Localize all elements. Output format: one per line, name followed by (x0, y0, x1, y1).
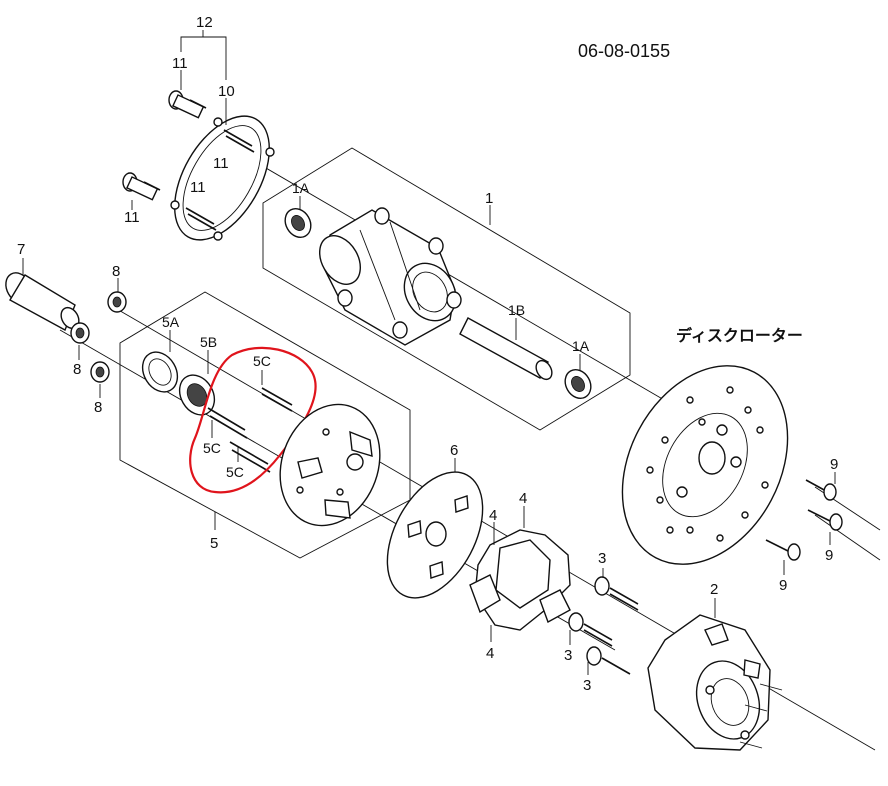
bracket-12 (180, 36, 227, 80)
bolt-11-lower (122, 172, 161, 201)
hub-body-1 (319, 207, 462, 346)
label-8-mid: 8 (73, 361, 81, 378)
hub-callout-box (262, 147, 631, 431)
label-1: 1 (485, 190, 493, 207)
bolt-axis-2 (814, 514, 881, 561)
label-5: 5 (210, 535, 218, 552)
disc-rotor (621, 365, 789, 565)
bolt-11-gasket-b (185, 207, 217, 231)
label-5c-c: 5C (226, 464, 244, 480)
bearing-1a-bottom (564, 368, 592, 400)
bolt-9-a (805, 479, 837, 501)
label-11d: 11 (124, 209, 140, 226)
bolt-3-a (594, 576, 639, 611)
label-1b: 1B (508, 302, 525, 318)
label-10: 10 (218, 83, 235, 100)
label-4-b: 4 (489, 507, 497, 524)
stud-5c-a (261, 387, 293, 412)
label-5c-b: 5C (203, 440, 221, 456)
gasket-hole (170, 200, 180, 210)
nut-8-mid (70, 322, 90, 344)
label-8-bot: 8 (94, 399, 102, 416)
doc-number: 06-08-0155 (578, 41, 670, 61)
spacer-1b (459, 317, 553, 381)
highlight-5c (189, 346, 317, 494)
label-11a: 11 (172, 55, 188, 72)
label-3-a: 3 (598, 550, 606, 567)
label-3-c: 3 (583, 677, 591, 694)
axle-7 (5, 272, 80, 331)
label-3-b: 3 (564, 647, 572, 664)
label-11c: 11 (190, 179, 206, 196)
label-8-top: 8 (112, 263, 120, 280)
label-5c-a: 5C (253, 353, 271, 369)
label-7: 7 (17, 241, 25, 258)
label-6: 6 (450, 442, 458, 459)
label-2: 2 (710, 581, 718, 598)
label-11b: 11 (213, 155, 229, 172)
label-9-a: 9 (830, 456, 838, 473)
label-5a: 5A (162, 314, 180, 330)
stud-5c-b (207, 407, 248, 439)
bolt-11-gasket-a (223, 129, 255, 153)
bolt-9-b (807, 509, 843, 531)
label-1a-bottom: 1A (572, 338, 590, 354)
label-12: 12 (196, 14, 213, 31)
axis-line-upper (234, 149, 691, 416)
label-4-c: 4 (486, 645, 494, 662)
bolt-3-c (586, 646, 631, 675)
bolt-11-upper (168, 90, 207, 119)
hub-plate-5 (279, 403, 381, 527)
nut-8-bot (90, 361, 110, 383)
bearing-5b (178, 374, 216, 416)
bearing-1a-top (284, 207, 312, 239)
damper-rubber-4 (469, 529, 571, 631)
disc-rotor-label: ディスクローター (676, 326, 803, 345)
gasket-inner-edge (182, 125, 262, 231)
bolt-3-b (568, 612, 613, 647)
nut-8-top (107, 291, 127, 313)
gasket-hole (213, 231, 223, 241)
gasket-hole (265, 147, 275, 157)
label-9-b: 9 (825, 547, 833, 564)
label-9-c: 9 (779, 577, 787, 594)
label-4-a: 4 (519, 490, 527, 507)
label-5b: 5B (200, 334, 217, 350)
gasket-hole (213, 117, 223, 127)
plate-6 (386, 471, 484, 599)
seal-5a (141, 351, 179, 393)
label-1a-top: 1A (292, 180, 310, 196)
sprocket-hub-2 (647, 614, 783, 751)
bolt-9-c (765, 539, 801, 561)
